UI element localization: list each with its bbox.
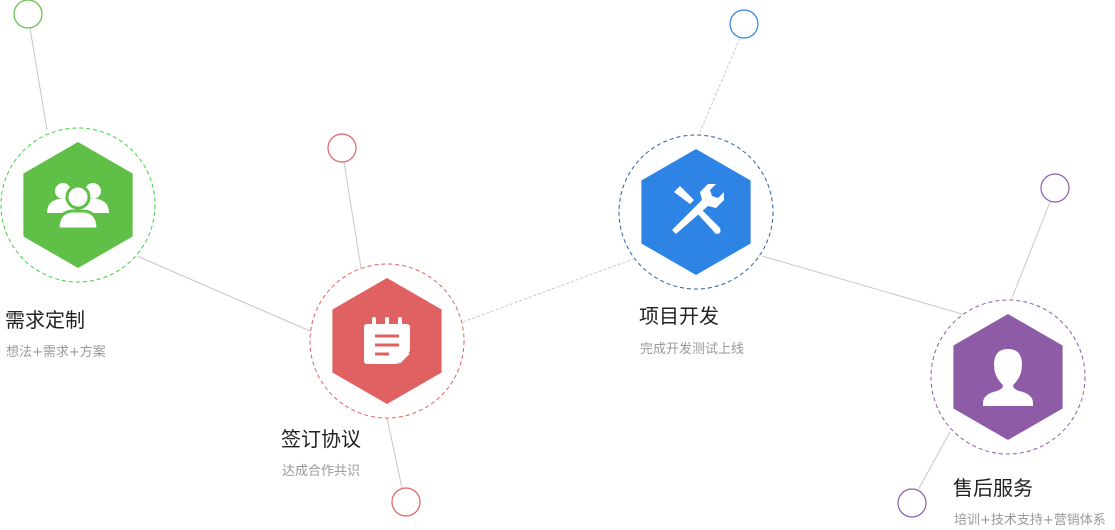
connector-line: [136, 255, 311, 332]
connector-line: [761, 255, 963, 315]
node-ring: [309, 263, 465, 419]
step-subtitle: 培训+技术支持+营销体系: [954, 513, 1106, 528]
connector-line: [462, 258, 634, 323]
tools-icon: [672, 184, 724, 234]
step-node: [618, 134, 774, 290]
step-node: [0, 127, 156, 283]
step-title: 签订协议: [281, 427, 361, 451]
node-ring: [618, 134, 774, 290]
user-icon: [983, 349, 1033, 406]
small-node-circle: [327, 133, 357, 163]
connector-line: [1011, 201, 1051, 299]
small-node-circle: [13, 0, 43, 29]
users-icon: [47, 183, 109, 231]
connector-line: [917, 431, 951, 491]
connector-line: [29, 27, 48, 131]
step-title: 项目开发: [639, 304, 719, 328]
small-node-circle: [1040, 173, 1070, 203]
step-subtitle: 想法+需求+方案: [6, 345, 106, 360]
small-node-circle: [897, 488, 927, 518]
step-node: [930, 299, 1086, 455]
connector-line: [699, 37, 741, 133]
connector-line: [343, 161, 362, 269]
step-subtitle: 完成开发测试上线: [640, 342, 745, 357]
small-node-circle: [391, 487, 421, 517]
step-title: 需求定制: [5, 308, 85, 332]
step-subtitle: 达成合作共识: [282, 464, 361, 479]
small-node-circle: [729, 9, 759, 39]
notepad-icon: [364, 317, 410, 364]
step-title: 售后服务: [953, 476, 1033, 500]
step-node: [309, 263, 465, 419]
node-ring: [0, 127, 156, 283]
connector-line: [386, 417, 403, 489]
node-ring: [930, 299, 1086, 455]
